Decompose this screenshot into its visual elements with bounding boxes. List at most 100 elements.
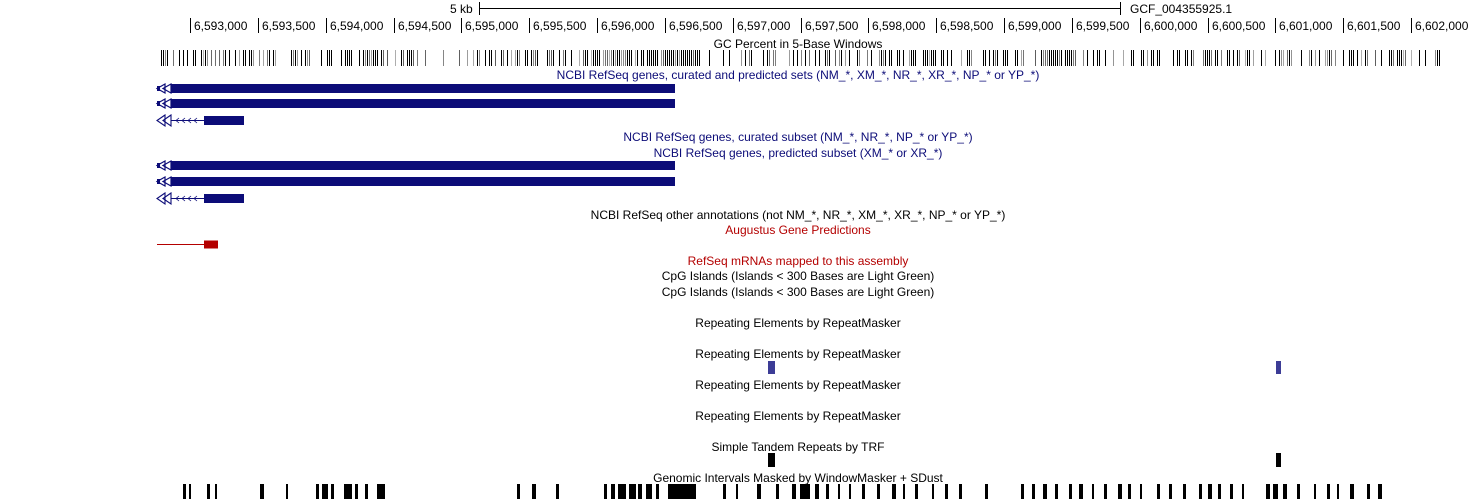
masked-interval[interactable] xyxy=(1140,484,1142,499)
track-label-refseq-all[interactable]: NCBI RefSeq genes, curated and predicted… xyxy=(556,68,1040,82)
masked-interval[interactable] xyxy=(344,484,352,499)
track-label-rmsk-1[interactable]: Repeating Elements by RepeatMasker xyxy=(695,316,901,330)
masked-interval[interactable] xyxy=(1032,484,1035,499)
masked-interval[interactable] xyxy=(903,484,905,499)
masked-interval[interactable] xyxy=(355,484,358,499)
masked-interval[interactable] xyxy=(322,484,328,499)
track-label-rmsk-4[interactable]: Repeating Elements by RepeatMasker xyxy=(695,409,901,423)
masked-interval[interactable] xyxy=(189,484,191,499)
masked-interval[interactable] xyxy=(611,484,615,499)
masked-interval[interactable] xyxy=(646,484,652,499)
track-label-refseq-mrna[interactable]: RefSeq mRNAs mapped to this assembly xyxy=(687,254,909,268)
masked-interval[interactable] xyxy=(723,484,726,499)
masked-interval[interactable] xyxy=(286,484,288,499)
track-label-rmsk-2[interactable]: Repeating Elements by RepeatMasker xyxy=(695,347,901,361)
masked-interval[interactable] xyxy=(1314,484,1316,499)
masked-interval[interactable] xyxy=(668,484,696,499)
masked-interval[interactable] xyxy=(1230,484,1233,499)
masked-interval[interactable] xyxy=(1208,484,1212,499)
masked-interval[interactable] xyxy=(629,484,636,499)
refseq-all-gene-3[interactable] xyxy=(156,113,247,128)
masked-interval[interactable] xyxy=(1367,484,1370,499)
masked-interval[interactable] xyxy=(638,484,642,499)
masked-interval[interactable] xyxy=(892,484,896,499)
refseq-all-gene-1[interactable] xyxy=(155,82,675,95)
masked-interval[interactable] xyxy=(849,484,851,499)
masked-interval[interactable] xyxy=(656,484,659,499)
masked-interval[interactable] xyxy=(207,484,210,499)
masked-interval[interactable] xyxy=(1378,484,1382,499)
masked-interval[interactable] xyxy=(985,484,988,499)
masked-interval[interactable] xyxy=(1069,484,1072,499)
track-label-refseq-predicted[interactable]: NCBI RefSeq genes, predicted subset (XM_… xyxy=(653,146,943,160)
masked-interval[interactable] xyxy=(1092,484,1094,499)
masked-interval[interactable] xyxy=(331,484,334,499)
masked-interval[interactable] xyxy=(800,484,810,499)
masked-interval[interactable] xyxy=(1242,484,1244,499)
track-label-refseq-other[interactable]: NCBI RefSeq other annotations (not NM_*,… xyxy=(590,208,1006,222)
masked-interval[interactable] xyxy=(959,484,962,499)
masked-interval[interactable] xyxy=(1043,484,1047,499)
masked-interval[interactable] xyxy=(1350,484,1354,499)
masked-interval[interactable] xyxy=(604,484,607,499)
masked-interval[interactable] xyxy=(792,484,796,499)
masked-interval[interactable] xyxy=(1273,484,1278,499)
trf-element[interactable] xyxy=(1276,453,1281,467)
masked-interval[interactable] xyxy=(945,484,948,499)
masked-interval[interactable] xyxy=(1169,484,1172,499)
masked-interval[interactable] xyxy=(1157,484,1160,499)
masked-interval[interactable] xyxy=(377,484,385,499)
masked-interval[interactable] xyxy=(1118,484,1122,499)
masked-interval[interactable] xyxy=(1055,484,1058,499)
masked-interval[interactable] xyxy=(776,484,779,499)
masked-interval[interactable] xyxy=(183,484,186,499)
track-label-augustus[interactable]: Augustus Gene Predictions xyxy=(725,223,871,237)
masked-interval[interactable] xyxy=(1337,484,1339,499)
masked-interval[interactable] xyxy=(826,484,829,499)
track-label-rmsk-3[interactable]: Repeating Elements by RepeatMasker xyxy=(695,378,901,392)
masked-interval[interactable] xyxy=(815,484,819,499)
masked-interval[interactable] xyxy=(618,484,626,499)
gc-percent-track[interactable] xyxy=(0,50,1443,66)
trf-element[interactable] xyxy=(768,453,775,467)
masked-interval[interactable] xyxy=(260,484,264,499)
masked-interval[interactable] xyxy=(932,484,934,499)
masked-interval[interactable] xyxy=(736,484,738,499)
masked-interval[interactable] xyxy=(1183,484,1186,499)
refseq-predicted-gene-2[interactable] xyxy=(155,175,675,188)
track-label-trf[interactable]: Simple Tandem Repeats by TRF xyxy=(711,440,885,454)
masked-interval[interactable] xyxy=(532,484,536,499)
augustus-prediction[interactable] xyxy=(157,240,219,249)
refseq-all-gene-2[interactable] xyxy=(155,97,675,110)
masked-interval[interactable] xyxy=(1021,484,1024,499)
track-label-cpg-2[interactable]: CpG Islands (Islands < 300 Bases are Lig… xyxy=(661,285,935,299)
masked-interval[interactable] xyxy=(1104,484,1107,499)
windowmasker-track[interactable] xyxy=(0,484,1443,499)
masked-interval[interactable] xyxy=(1079,484,1083,499)
masked-interval[interactable] xyxy=(215,484,217,499)
masked-interval[interactable] xyxy=(1283,484,1287,499)
masked-interval[interactable] xyxy=(316,484,319,499)
track-label-windowmasker[interactable]: Genomic Intervals Masked by WindowMasker… xyxy=(653,471,943,485)
masked-interval[interactable] xyxy=(915,484,918,499)
refseq-predicted-gene-1[interactable] xyxy=(155,159,675,172)
masked-interval[interactable] xyxy=(1327,484,1330,499)
track-label-refseq-curated[interactable]: NCBI RefSeq genes, curated subset (NM_*,… xyxy=(623,130,973,144)
masked-interval[interactable] xyxy=(838,484,840,499)
masked-interval[interactable] xyxy=(862,484,865,499)
masked-interval[interactable] xyxy=(1199,484,1202,499)
masked-interval[interactable] xyxy=(365,484,368,499)
masked-interval[interactable] xyxy=(517,484,520,499)
masked-interval[interactable] xyxy=(757,484,761,499)
track-label-gc-percent[interactable]: GC Percent in 5-Base Windows xyxy=(713,37,883,51)
rmsk-element[interactable] xyxy=(1276,361,1281,374)
track-label-cpg-1[interactable]: CpG Islands (Islands < 300 Bases are Lig… xyxy=(661,269,935,283)
masked-interval[interactable] xyxy=(556,484,559,499)
masked-interval[interactable] xyxy=(1218,484,1221,499)
masked-interval[interactable] xyxy=(1266,484,1270,499)
masked-interval[interactable] xyxy=(1128,484,1131,499)
masked-interval[interactable] xyxy=(877,484,880,499)
rmsk-element[interactable] xyxy=(768,361,775,374)
